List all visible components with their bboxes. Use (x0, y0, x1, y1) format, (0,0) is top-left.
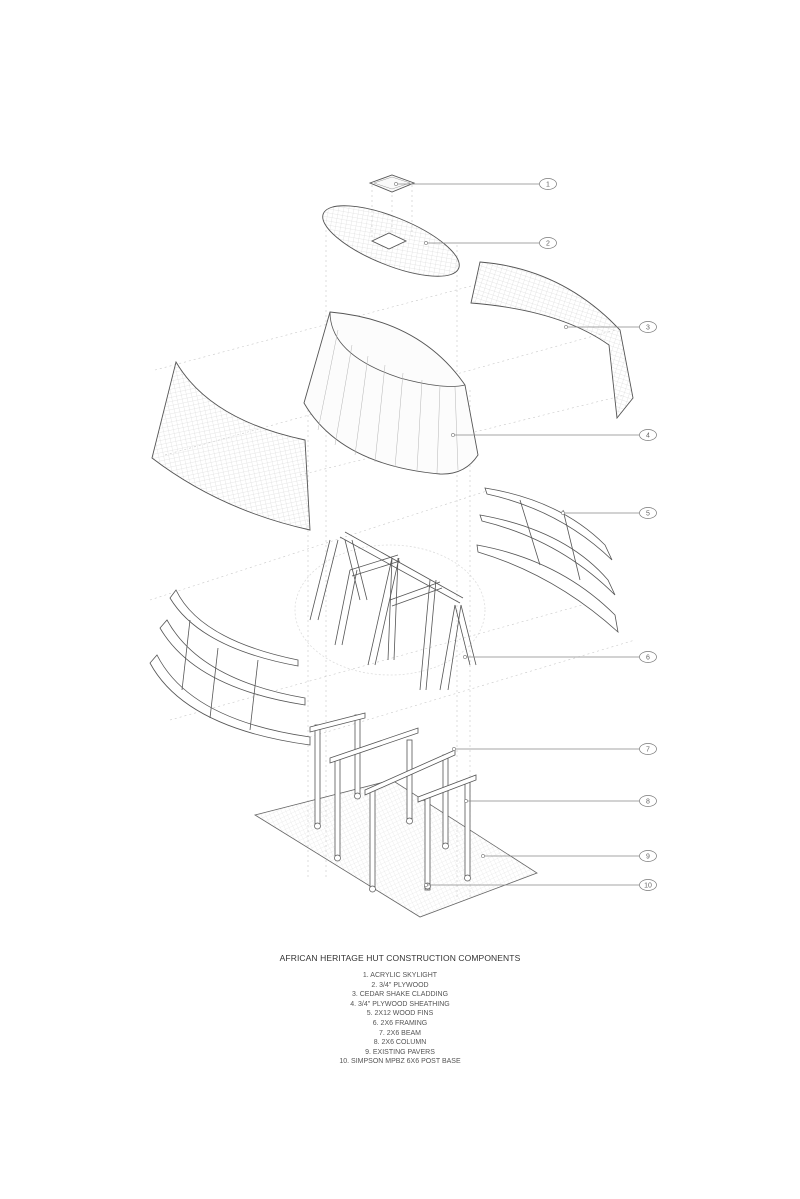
post-bases (314, 792, 471, 893)
wood-fins-right (476, 487, 619, 634)
svg-text:1: 1 (546, 181, 550, 188)
beams-and-columns (309, 712, 477, 891)
plywood-sheathing-drum (303, 311, 479, 475)
callouts (396, 183, 639, 886)
svg-text:6: 6 (646, 654, 650, 661)
wood-framing (294, 531, 486, 691)
legend-item: 8. 2X6 COLUMN (373, 1039, 427, 1047)
cedar-shake-cladding-right (470, 261, 634, 420)
legend-item: 1. ACRYLIC SKYLIGHT (362, 972, 438, 979)
callout-bubble-4: 4 (639, 429, 657, 441)
plywood-roof-disc (322, 205, 460, 277)
legend-item: 5. 2X12 WOOD FINS (366, 1010, 434, 1018)
legend-item: 9. EXISTING PAVERS (365, 1048, 435, 1056)
callout-dots (394, 182, 568, 887)
legend-item: 7. 2X6 BEAM (378, 1029, 422, 1037)
svg-text:9: 9 (646, 853, 650, 860)
callout-bubble-6: 6 (639, 651, 657, 663)
callout-bubble-7: 7 (639, 743, 657, 755)
svg-text:7: 7 (646, 746, 650, 753)
svg-text:4: 4 (646, 432, 650, 439)
svg-text:8: 8 (646, 798, 650, 805)
legend-item: 2. 3/4" PLYWOOD (371, 981, 429, 989)
acrylic-skylight (368, 174, 416, 193)
diagram-title: AFRICAN HERITAGE HUT CONSTRUCTION COMPON… (279, 953, 521, 963)
callout-bubble-8: 8 (639, 795, 657, 807)
cedar-shake-cladding-left (151, 360, 311, 531)
callout-bubble-2: 2 (539, 237, 557, 249)
callout-bubble-3: 3 (639, 321, 657, 333)
svg-text:5: 5 (646, 510, 650, 517)
legend-item: 10. SIMPSON MPBZ 6X6 POST BASE (339, 1058, 461, 1066)
callout-bubble-9: 9 (639, 850, 657, 862)
legend-item: 6. 2X6 FRAMING (372, 1019, 428, 1027)
legend-item: 3. CEDAR SHAKE CLADDING (351, 991, 449, 999)
svg-text:3: 3 (646, 324, 650, 331)
legend: AFRICAN HERITAGE HUT CONSTRUCTION COMPON… (200, 953, 600, 1067)
callout-bubble-5: 5 (639, 507, 657, 519)
svg-text:10: 10 (644, 882, 652, 889)
existing-pavers (253, 779, 538, 918)
callout-bubble-1: 1 (539, 178, 557, 190)
legend-item: 4. 3/4" PLYWOOD SHEATHING (350, 1000, 450, 1008)
svg-text:2: 2 (546, 240, 550, 247)
callout-bubble-10: 10 (639, 879, 657, 891)
wood-fins-left (149, 589, 311, 746)
